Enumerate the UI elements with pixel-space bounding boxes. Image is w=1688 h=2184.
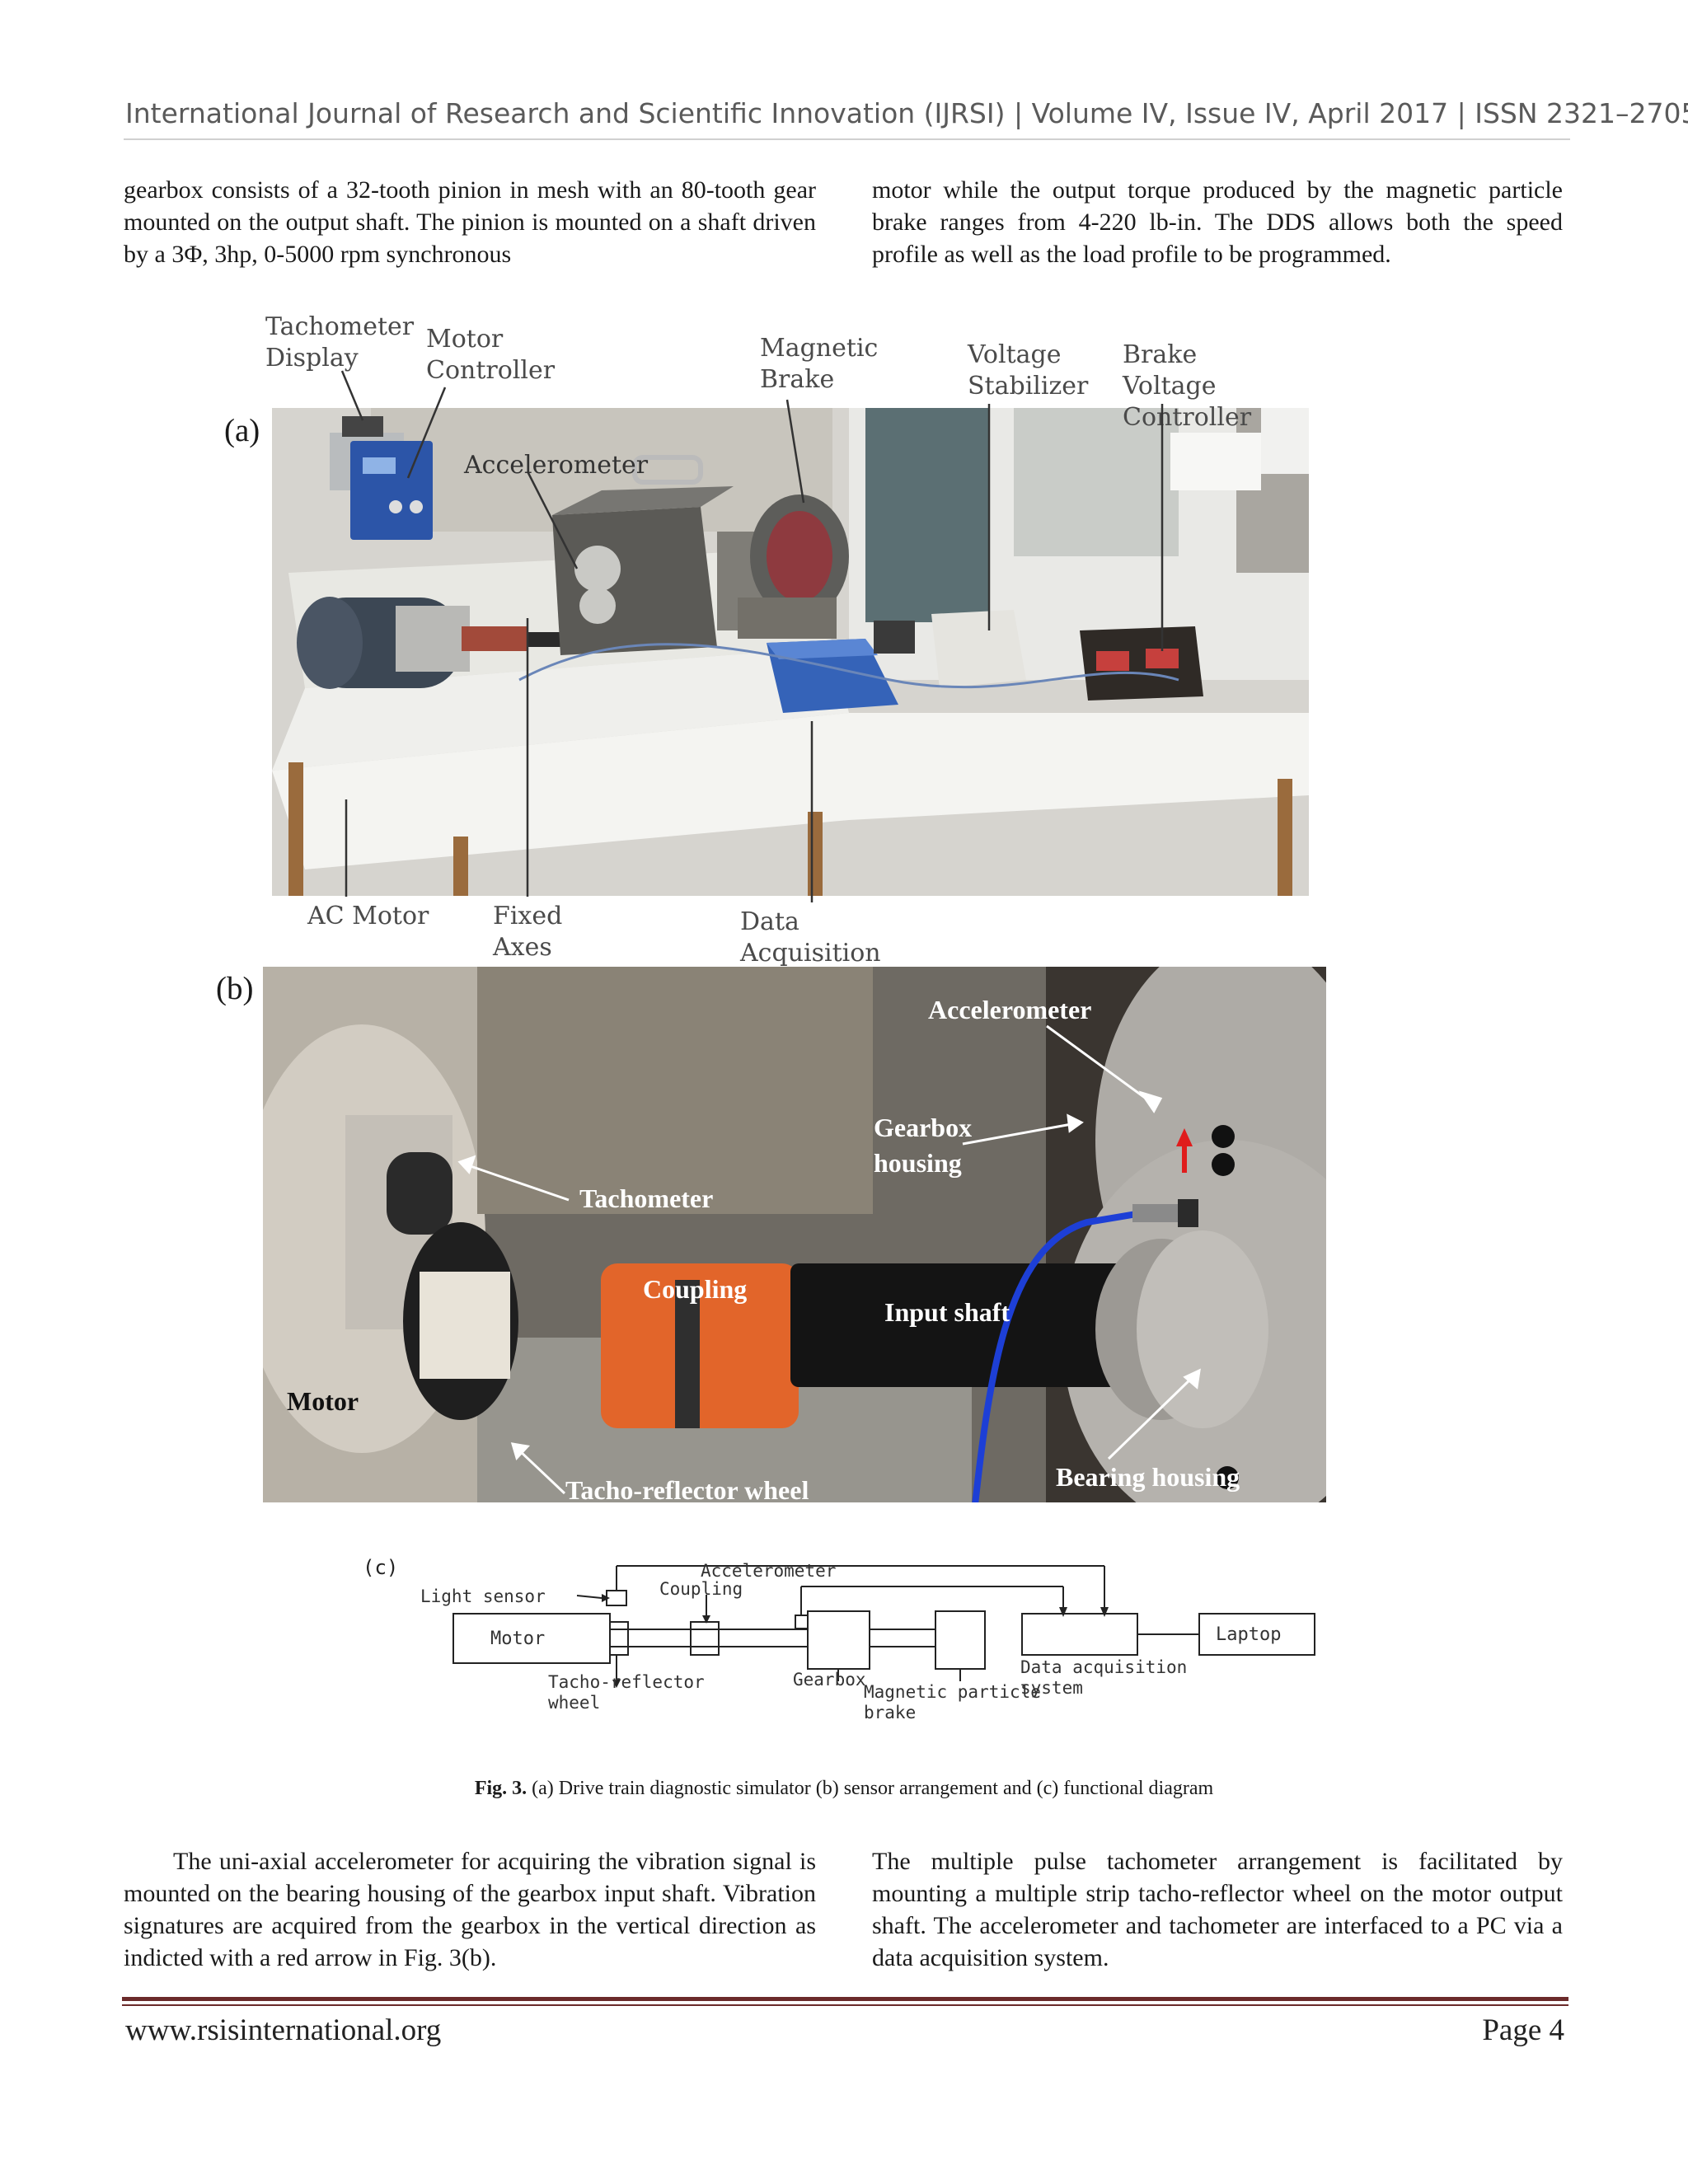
label-accelerometer-a: Accelerometer (464, 451, 649, 480)
label-system: system (1020, 1678, 1083, 1698)
footer-website[interactable]: www.rsisinternational.org (125, 2013, 442, 2047)
drive-train-photo (272, 408, 1309, 896)
label-coupling-c: Coupling (659, 1579, 743, 1599)
footer-rule-thin (122, 2004, 1568, 2006)
label-motor-controller: Motor Controller (426, 325, 556, 385)
label-motor-c: Motor (490, 1629, 545, 1649)
label-ac-motor: AC Motor (307, 902, 429, 930)
label-bearing-housing: Bearing housing (1056, 1462, 1240, 1492)
bottom-left-column: The uni-axial accelerometer for acquirin… (124, 1845, 816, 1974)
footer-rule-thick (122, 1997, 1568, 2001)
gearbox-box (807, 1610, 870, 1670)
label-laptop: Laptop (1216, 1624, 1281, 1645)
bottom-right-paragraph: The multiple pulse tachometer arrangemen… (872, 1848, 1563, 1971)
header-rule (124, 138, 1570, 140)
label-brake-voltage-controller: Brake Voltage Controller (1123, 340, 1252, 432)
top-left-column: gearbox consists of a 32-tooth pinion in… (124, 174, 816, 270)
top-right-column: motor while the output torque produced b… (872, 174, 1563, 270)
label-tachometer: Tachometer (579, 1183, 714, 1213)
functional-diagram: (c) Light sensor Accelerometer Coupling … (363, 1556, 1315, 1722)
label-gearbox-housing: Gearbox housing (874, 1113, 973, 1178)
sensor-arrangement-photo (263, 967, 1326, 1502)
panel-a-leader-lines (340, 370, 1164, 902)
label-coupling-b: Coupling (643, 1274, 748, 1304)
caption-text: (a) Drive train diagnostic simulator (b)… (527, 1778, 1214, 1799)
label-light-sensor: Light sensor (420, 1586, 546, 1606)
panel-b-leader-lines (457, 1024, 1201, 1495)
label-tacho-reflector: Tacho-reflector (548, 1672, 705, 1692)
label-data-acquisition: Data acquisition (1020, 1657, 1187, 1677)
journal-header: International Journal of Research and Sc… (125, 97, 1688, 129)
label-magnetic-brake: Magnetic Brake (760, 334, 879, 394)
label-tachometer-display: Tachometer Display (265, 312, 415, 373)
panel-b-photo (263, 967, 1326, 1502)
label-voltage-stabilizer: Voltage Stabilizer (968, 340, 1089, 401)
label-accelerometer-c: Accelerometer (701, 1561, 836, 1581)
label-gearbox-c: Gearbox (793, 1670, 866, 1690)
panel-a-photo (272, 408, 1309, 896)
label-magnetic-particle: Magnetic particle (864, 1682, 1041, 1702)
panel-c-diagram: (c) Light sensor Accelerometer Coupling … (354, 1549, 1335, 1739)
figure-caption: Fig. 3. (a) Drive train diagnostic simul… (0, 1778, 1688, 1800)
brake-box (935, 1610, 986, 1670)
panel-b-tag: (b) (216, 971, 254, 1006)
label-accelerometer-b: Accelerometer (928, 995, 1092, 1024)
label-input-shaft: Input shaft (884, 1297, 1010, 1327)
footer-page-number: Page 4 (1482, 2013, 1564, 2047)
top-right-paragraph: motor while the output torque produced b… (872, 176, 1563, 268)
label-wheel: wheel (548, 1693, 600, 1713)
panel-a-tag: (a) (224, 413, 260, 448)
top-left-paragraph: gearbox consists of a 32-tooth pinion in… (124, 176, 816, 268)
bottom-right-column: The multiple pulse tachometer arrangemen… (872, 1845, 1563, 1974)
label-motor-b: Motor (287, 1386, 359, 1416)
data-acquisition-box (1021, 1613, 1138, 1656)
label-brake: brake (864, 1703, 916, 1722)
panel-c-tag: (c) (363, 1556, 398, 1579)
label-tacho-reflector-wheel: Tacho-reflector wheel (565, 1475, 809, 1505)
bottom-left-paragraph: The uni-axial accelerometer for acquirin… (124, 1848, 816, 1971)
caption-label: Fig. 3. (474, 1778, 528, 1799)
